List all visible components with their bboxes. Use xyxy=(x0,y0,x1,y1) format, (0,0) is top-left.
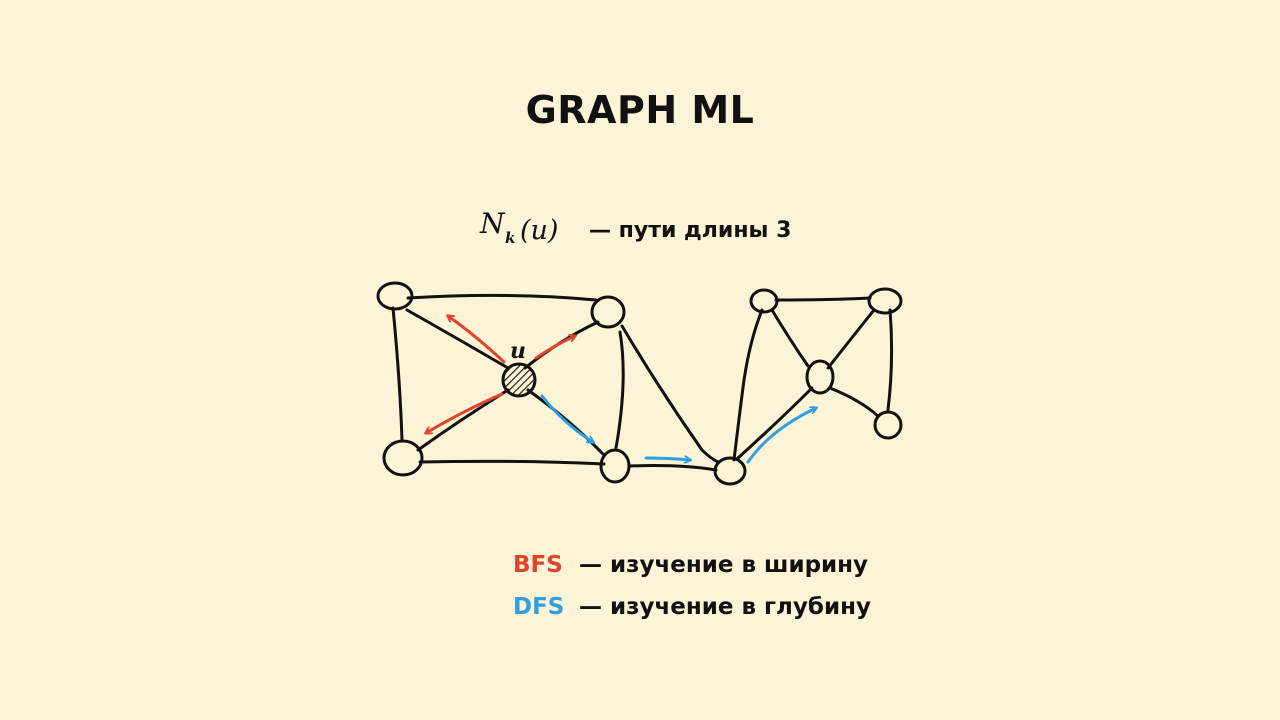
graph-edges xyxy=(391,293,894,472)
edge xyxy=(826,308,876,370)
edge xyxy=(732,308,764,462)
bfs-arrow xyxy=(426,392,504,433)
legend-text-dfs: — изучение в глубину xyxy=(579,594,871,620)
legend-key-bfs: BFS xyxy=(513,552,563,578)
graph-node xyxy=(376,281,414,311)
edge xyxy=(628,464,718,472)
legend-text-bfs: — изучение в ширину xyxy=(579,552,869,578)
edge xyxy=(391,306,404,442)
bfs-arrows xyxy=(426,316,575,433)
graph-node xyxy=(713,456,747,486)
center-node-label: u xyxy=(510,338,526,364)
graph-node xyxy=(599,448,631,484)
formula-subscript: k xyxy=(505,229,515,247)
edge xyxy=(774,296,872,302)
edge xyxy=(526,388,606,457)
center-node xyxy=(501,362,537,398)
dfs-arrow xyxy=(644,458,690,460)
graph-node xyxy=(873,410,903,440)
edge xyxy=(620,324,720,464)
edge xyxy=(416,388,510,452)
legend: BFS — изучение в ширину DFS — изучение в… xyxy=(513,544,871,628)
neighborhood-definition: N k (u) — пути длины 3 xyxy=(478,205,791,255)
edge xyxy=(886,308,894,412)
edge xyxy=(736,386,814,460)
formula-letter: N xyxy=(479,207,506,240)
edge xyxy=(828,386,880,418)
edge xyxy=(523,320,600,370)
dfs-arrows xyxy=(540,394,816,464)
dfs-arrow xyxy=(746,408,816,464)
legend-item-bfs: BFS — изучение в ширину xyxy=(513,544,871,586)
dfs-arrow xyxy=(540,394,593,442)
graph-nodes xyxy=(376,281,903,486)
legend-item-dfs: DFS — изучение в глубину xyxy=(513,586,871,628)
graph-node xyxy=(805,359,835,395)
page-title: GRAPH ML xyxy=(525,88,755,132)
edge xyxy=(406,293,598,302)
neighborhood-formula: N k (u) xyxy=(479,207,558,247)
graph-node xyxy=(590,295,626,329)
graph-node xyxy=(867,287,903,315)
graph-diagram: u xyxy=(376,281,903,486)
edge xyxy=(614,330,625,450)
graph-node xyxy=(382,439,424,477)
edge xyxy=(770,308,810,368)
edge xyxy=(418,459,606,466)
formula-argument: (u) xyxy=(520,215,558,246)
graph-node xyxy=(749,288,779,314)
bfs-arrow xyxy=(534,336,575,360)
legend-key-dfs: DFS xyxy=(513,594,565,620)
formula-description: — пути длины 3 xyxy=(589,217,792,243)
bfs-arrow xyxy=(448,316,506,364)
edge xyxy=(405,308,510,370)
